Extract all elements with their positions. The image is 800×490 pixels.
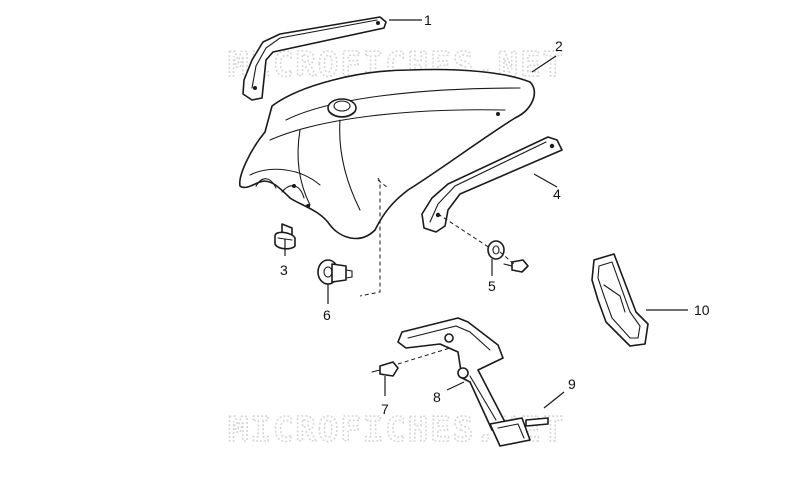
assembly-line-5 <box>499 251 515 265</box>
part-6-grommet <box>317 259 353 285</box>
part-1-strip <box>242 16 387 101</box>
assembly-line-6 <box>359 177 381 297</box>
callout-3: 3 <box>280 262 288 278</box>
callout-6: 6 <box>323 307 331 323</box>
part-5-washer-screw <box>487 240 529 273</box>
callout-4: 4 <box>553 186 561 202</box>
part-10-gasket <box>591 253 649 347</box>
callout-5: 5 <box>488 278 496 294</box>
part-7-screw <box>371 361 399 377</box>
part-2-fender <box>239 68 536 240</box>
leader-2 <box>531 55 557 73</box>
callout-1: 1 <box>424 12 432 28</box>
part-4-strip <box>421 136 563 233</box>
part-9-plate <box>489 417 549 447</box>
leader-9 <box>543 391 565 409</box>
leader-4 <box>533 173 558 188</box>
callout-7: 7 <box>381 401 389 417</box>
callout-9: 9 <box>568 376 576 392</box>
callout-8: 8 <box>433 389 441 405</box>
callout-10: 10 <box>694 302 710 318</box>
callout-2: 2 <box>555 38 563 54</box>
assembly-line-7 <box>397 347 451 365</box>
leader-8 <box>446 381 465 391</box>
assembly-line-6b <box>377 179 389 189</box>
assembly-line-4 <box>437 213 491 249</box>
